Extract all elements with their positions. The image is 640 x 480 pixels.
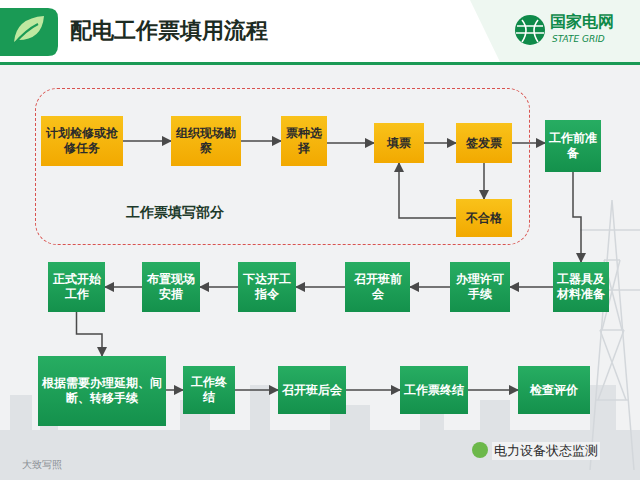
node-text: 工器具及材料准备	[557, 272, 605, 302]
process-box: 召开班前会	[345, 262, 410, 312]
header-band	[0, 0, 640, 62]
wechat-icon	[472, 442, 488, 458]
text-label: 大致写照	[22, 458, 62, 472]
state-grid-logo	[515, 15, 545, 45]
process-box: 布置现场安措	[142, 262, 200, 312]
node-text: 不合格	[466, 211, 502, 226]
process-box: 下达开工指令	[238, 262, 296, 312]
node-text: 计划检修或抢修任务	[45, 126, 119, 156]
text-label: 国家电网	[550, 12, 614, 33]
process-box: 检查评价	[518, 366, 590, 414]
flow-arrow	[468, 389, 518, 391]
flow-arrow	[77, 312, 103, 356]
process-box: 工作票终结	[400, 366, 468, 414]
power-tower	[580, 200, 640, 470]
dashed-region: 工作票填写部分 计划检修或抢修任务 组织现场勘察 票种选择 填票 签发票不合格	[35, 88, 530, 245]
flow-arrow	[235, 389, 278, 391]
process-box: 组织现场勘察	[171, 116, 241, 166]
flow-arrow	[346, 389, 400, 391]
node-text: 正式开始工作	[52, 272, 101, 302]
node-text: 工作票填写部分	[126, 204, 224, 222]
node-text: 检查评价	[530, 383, 578, 398]
flow-arrow	[483, 163, 485, 199]
text-label: STATE GRID	[552, 34, 605, 44]
flow-arrow	[296, 286, 345, 288]
header-rule	[0, 62, 640, 65]
process-box: 工作前准备	[545, 120, 601, 172]
node-text: 布置现场安措	[146, 272, 196, 302]
flow-arrow	[424, 142, 456, 144]
process-box: 填票	[374, 123, 424, 163]
flow-arrow	[200, 286, 238, 288]
process-box: 正式开始工作	[48, 262, 105, 312]
process-box: 不合格	[456, 199, 512, 237]
logo-ground	[470, 0, 640, 62]
node-text: 工作票终结	[404, 383, 464, 398]
flow-arrow	[241, 140, 281, 142]
node-text: 签发票	[466, 136, 502, 151]
process-box: 签发票	[456, 123, 512, 163]
node-text: 召开班后会	[282, 383, 342, 398]
node-text: 办理许可手续	[454, 272, 506, 302]
node-text: 下达开工指令	[242, 272, 292, 302]
header-tab	[0, 8, 58, 56]
page-title: 配电工作票填用流程	[70, 16, 268, 46]
flow-arrow	[327, 142, 374, 144]
leaf-vein	[14, 24, 38, 44]
process-box: 工器具及材料准备	[553, 262, 609, 312]
process-box: 计划检修或抢修任务	[41, 116, 123, 166]
flow-arrow	[512, 142, 545, 144]
process-box: 办理许可手续	[450, 262, 510, 312]
node-text: 根据需要办理延期、间断、转移手续	[42, 376, 162, 406]
node-text: 组织现场勘察	[175, 126, 237, 156]
process-box: 票种选择	[281, 116, 327, 166]
flow-arrow	[105, 286, 142, 288]
flow-arrow	[410, 286, 450, 288]
flow-arrow	[510, 286, 553, 288]
process-box: 根据需要办理延期、间断、转移手续	[38, 356, 166, 426]
node-text: 工作终结	[187, 375, 231, 405]
flow-arrow	[399, 163, 456, 218]
process-box: 召开班后会	[278, 366, 346, 414]
node-text: 填票	[387, 136, 411, 151]
flow-arrow	[166, 389, 183, 391]
process-box: 工作终结	[183, 366, 235, 414]
flow-arrow	[123, 140, 171, 142]
flow-arrow	[573, 172, 581, 262]
node-text: 工作前准备	[549, 131, 597, 161]
node-text: 召开班前会	[349, 272, 406, 302]
text-label: 电力设备状态监测	[492, 442, 600, 460]
node-text: 票种选择	[285, 126, 323, 156]
